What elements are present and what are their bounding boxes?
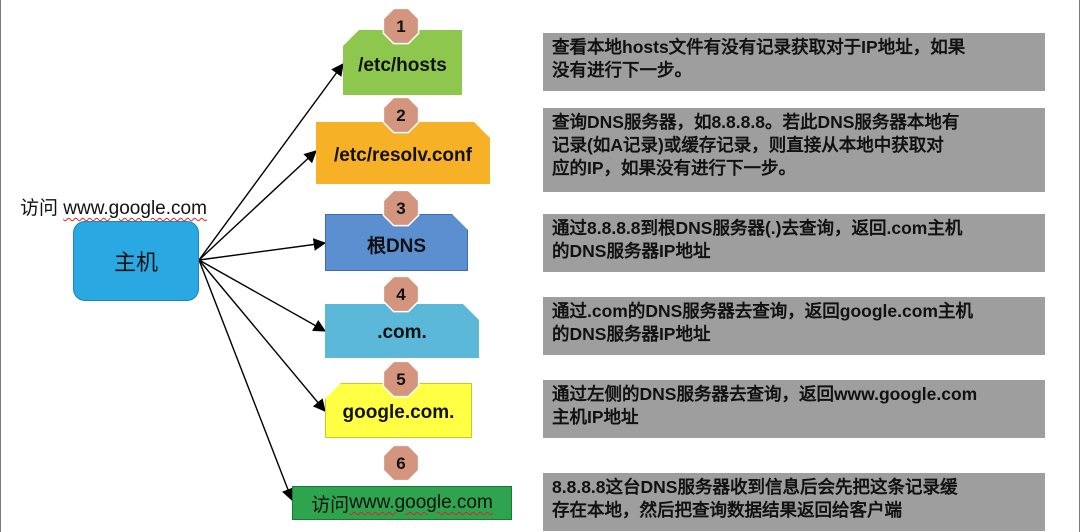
step-4-desc-line: 的DNS服务器IP地址 (552, 324, 711, 344)
step-2-desc-line: 查询DNS服务器，如8.8.8.8。若此DNS服务器本地有 (552, 112, 960, 132)
step-4-description: 通过.com的DNS服务器去查询，返回google.com主机 的DNS服务器I… (543, 297, 1045, 355)
step-6-desc-line: 8.8.8.8这台DNS服务器收到信息后会先把这条记录缓 (552, 477, 958, 497)
step-6-description: 8.8.8.8这台DNS服务器收到信息后会先把这条记录缓 存在本地，然后把查询数… (543, 473, 1045, 531)
step-1-description: 查看本地hosts文件有没有记录获取对于IP地址，如果 没有进行下一步。 (543, 33, 1045, 91)
arrow-to-step-3 (198, 238, 327, 261)
step-4-box: .com. (325, 304, 479, 358)
step-4-desc-line: 通过.com的DNS服务器去查询，返回google.com主机 (552, 301, 973, 321)
step-2-box: /etc/resolv.conf (316, 122, 490, 184)
step-3-desc-line: 的DNS服务器IP地址 (552, 241, 711, 261)
arrow-to-step-2 (198, 150, 317, 261)
visit-url: www.google.com (63, 198, 207, 219)
step-5-box: google.com. (325, 383, 472, 438)
step-5-desc-line: 主机IP地址 (552, 407, 639, 427)
step-6-label-prefix: 访问 (311, 494, 350, 516)
step-2-desc-line: 应的IP，如果没有进行下一步。 (552, 158, 797, 178)
step-2-desc-line: 记录(如A记录)或缓存记录，则直接从本地中获取对 (552, 135, 944, 155)
step-6-label-url: www.google.com (349, 492, 493, 513)
step-2-description: 查询DNS服务器，如8.8.8.8。若此DNS服务器本地有 记录(如A记录)或缓… (543, 108, 1045, 192)
step-1-desc-line: 查看本地hosts文件有没有记录获取对于IP地址，如果 (552, 37, 966, 57)
arrow-to-step-6 (198, 259, 294, 502)
arrow-to-step-5 (198, 259, 326, 412)
step-6-box: 访问 www.google.com (292, 486, 512, 520)
step-3-box: 根DNS (325, 214, 468, 271)
arrow-to-step-1 (198, 62, 344, 261)
step-3-desc-line: 通过8.8.8.8到根DNS服务器(.)去查询，返回.com主机 (552, 218, 963, 238)
step-5-desc-line: 通过左侧的DNS服务器去查询，返回www.google.com (552, 384, 978, 404)
step-5-label: google.com. (342, 401, 455, 423)
step-3-description: 通过8.8.8.8到根DNS服务器(.)去查询，返回.com主机 的DNS服务器… (543, 214, 1045, 272)
visit-url-label: 访问 www.google.com (20, 193, 207, 220)
step-5-description: 通过左侧的DNS服务器去查询，返回www.google.com 主机IP地址 (543, 380, 1045, 438)
step-1-box: /etc/hosts (343, 30, 462, 95)
step-1-desc-line: 没有进行下一步。 (552, 60, 692, 80)
step-3-label: 根DNS (366, 236, 427, 257)
step-1-label: /etc/hosts (358, 54, 447, 76)
step-6-desc-line: 存在本地，然后把查询数据结果返回给客户端 (552, 500, 902, 520)
arrow-to-step-4 (198, 259, 327, 332)
host-node: 主机 (73, 221, 199, 301)
step-2-label: /etc/resolv.conf (334, 145, 472, 166)
step-4-label: .com. (377, 322, 427, 343)
visit-prefix: 访问 (20, 198, 64, 219)
